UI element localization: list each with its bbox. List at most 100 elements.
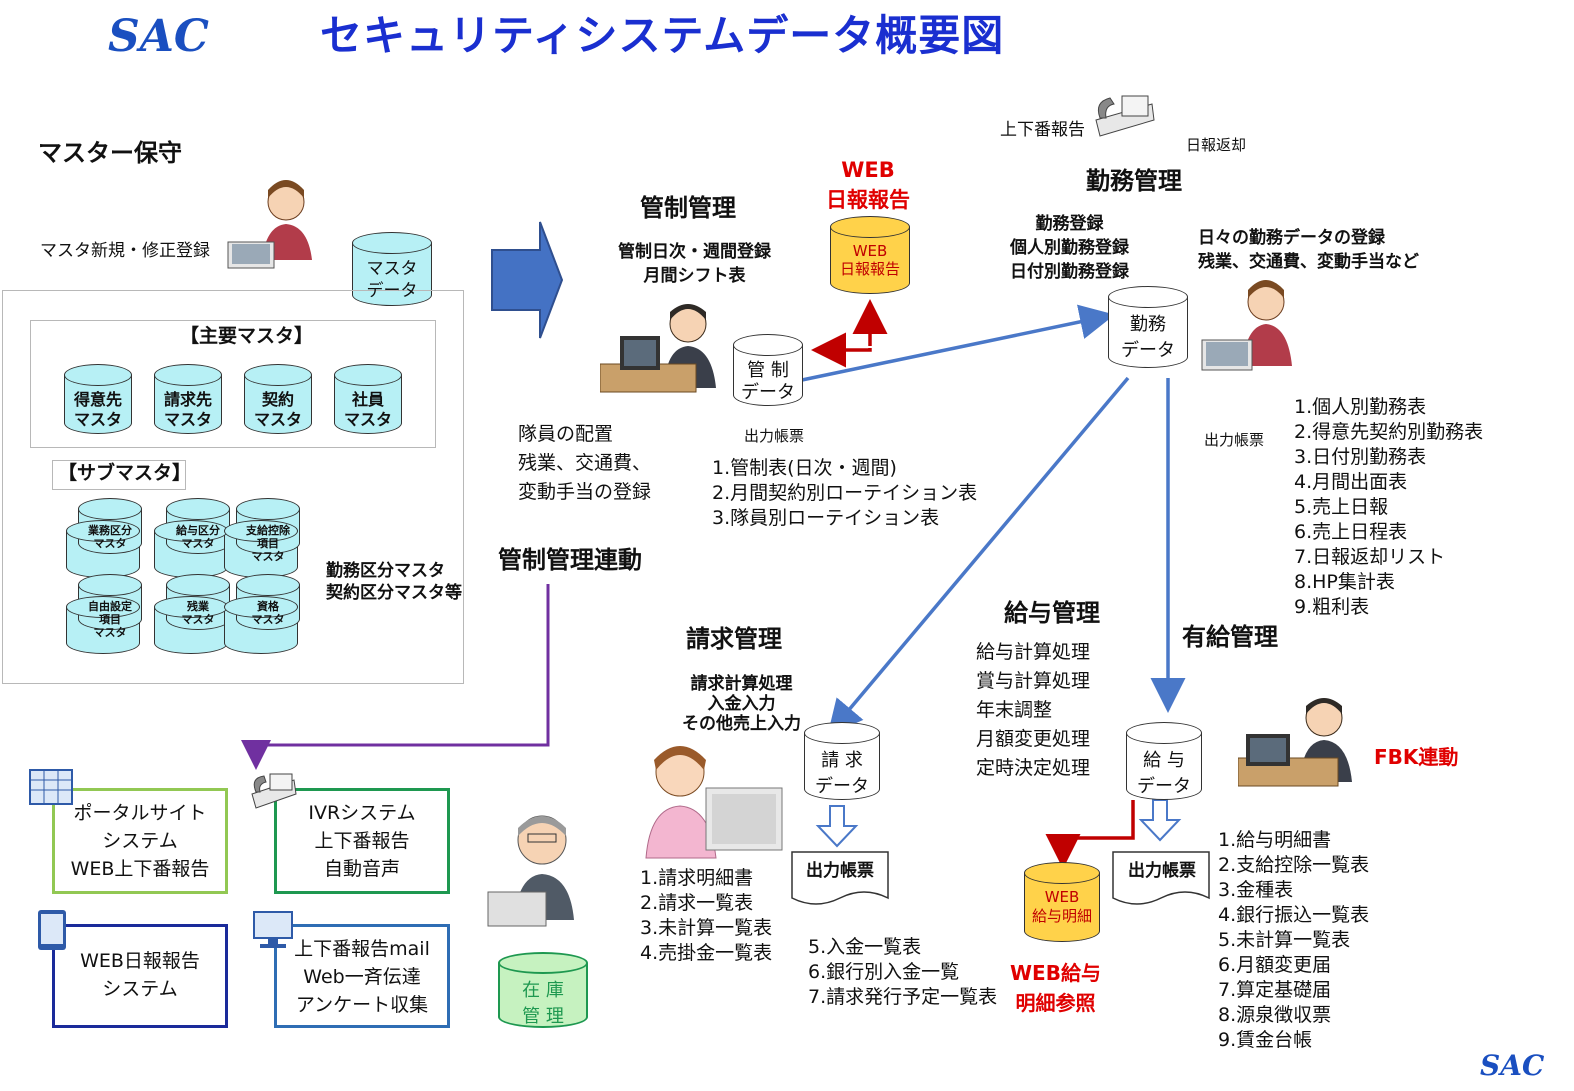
payroll-process-item: 月額変更処理 <box>976 728 1091 750</box>
control-output-item: 2.月間契約別ローテイション表 <box>712 482 978 504</box>
manager-icon <box>486 802 582 932</box>
billing-output-item: 2.請求一覧表 <box>640 892 754 914</box>
ivr-system-box: IVRシステム 上下番報告 自動音声 <box>274 788 450 894</box>
payroll-output-item: 9.賃金台帳 <box>1218 1029 1313 1051</box>
payroll-data-cylinder: 給 与 データ <box>1126 722 1202 800</box>
billing-output-list-a: 1.請求明細書 2.請求一覧表 3.未計算一覧表 4.売掛金一覧表 <box>640 866 772 966</box>
billing-output-list-b: 5.入金一覧表 6.銀行別入金一覧 7.請求発行予定一覧表 <box>808 935 997 1010</box>
web-payslip-label: WEB給与 明細参照 <box>1010 961 1101 1015</box>
payroll-output-item: 8.源泉徴収票 <box>1218 1004 1332 1026</box>
page-title: セキュリティシステムデータ概要図 <box>320 11 1005 60</box>
duty-output-item: 3.日付別勤務表 <box>1294 446 1427 468</box>
duty-output-item: 1.個人別勤務表 <box>1294 396 1427 418</box>
duty-heading: 勤務管理 <box>1086 167 1182 195</box>
billing-output-item: 7.請求発行予定一覧表 <box>808 986 998 1008</box>
control-assign-text: 隊員の配置 残業、交通費、 変動手当の登録 <box>518 423 652 503</box>
master-cylinder: 給与区分 マスタ <box>166 498 230 554</box>
master-register-label: マスタ新規・修正登録 <box>40 241 210 261</box>
control-output-list: 1.管制表(日次・週間) 2.月間契約別ローテイション表 3.隊員別ローテイション表 <box>712 456 977 531</box>
duty-data-cylinder: 勤務 データ <box>1108 286 1188 368</box>
control-to-duty-arrow <box>801 304 1115 382</box>
master-cylinder: 社員 マスタ <box>334 364 402 434</box>
woman-operator-icon <box>226 180 322 276</box>
master-cylinder <box>224 596 298 654</box>
payroll-output-item: 5.未計算一覧表 <box>1218 929 1351 951</box>
duty-output-item: 2.得意先契約別勤務表 <box>1294 421 1484 443</box>
daily-return-label: 日報返却 <box>1186 136 1247 154</box>
payroll-output-item: 6.月額変更届 <box>1218 954 1332 976</box>
logo: SAC <box>108 11 209 62</box>
phone-icon-2 <box>248 770 300 812</box>
payroll-heading: 給与管理 <box>1004 599 1100 627</box>
control-data-cylinder: 管 制 データ <box>733 334 803 406</box>
web-payslip-cylinder: WEB 給与明細 <box>1024 862 1100 942</box>
main-master-group <box>30 320 436 448</box>
sub-master-label-box <box>52 460 186 490</box>
duty-to-billing-arrow <box>827 376 1130 736</box>
web-report-link-arrow-2 <box>811 332 872 368</box>
control-output-item: 3.隊員別ローテイション表 <box>712 507 940 529</box>
tablet-icon <box>36 908 70 952</box>
billing-output-item: 5.入金一覧表 <box>808 936 922 958</box>
master-cylinder <box>66 596 140 654</box>
master-cylinder <box>66 520 140 578</box>
billing-output-item: 3.未計算一覧表 <box>640 917 773 939</box>
duty-output-item: 9.粗利表 <box>1294 596 1370 618</box>
master-cylinder <box>154 520 228 578</box>
payslip-arrow <box>1045 800 1135 869</box>
payroll-process-item: 賞与計算処理 <box>976 670 1091 692</box>
control-output-item: 1.管制表(日次・週間) <box>712 457 897 479</box>
payroll-output-item: 4.銀行振込一覧表 <box>1218 904 1370 926</box>
footer-logo: SAC <box>1480 1049 1545 1082</box>
duty-output-item: 6.売上日程表 <box>1294 521 1408 543</box>
woman-clerk-icon <box>636 736 786 866</box>
payroll-process-item: 給与計算処理 <box>976 641 1091 663</box>
fbk-link-label: FBK連動 <box>1374 745 1459 769</box>
billing-desc: 請求計算処理 入金入力 その他売上入力 <box>682 674 801 734</box>
phone-icon <box>1092 90 1158 142</box>
master-cylinder: 業務区分 マスタ <box>78 498 142 554</box>
payroll-output-item: 7.算定基礎届 <box>1218 979 1332 1001</box>
master-cylinder: 支給控除 項目 マスタ <box>236 498 300 563</box>
payroll-output-doc-label: 出力帳票 <box>1128 861 1196 881</box>
duty-output-item: 8.HP集計表 <box>1294 571 1395 593</box>
main-master-label: 【主要マスタ】 <box>180 325 314 347</box>
duty-output-item: 5.売上日報 <box>1294 496 1389 518</box>
billing-output-doc <box>791 851 889 905</box>
payroll-output-doc <box>1112 851 1210 905</box>
web-report-heading: WEB 日報報告 <box>826 158 910 212</box>
master-cylinder: 請求先 マスタ <box>154 364 222 434</box>
paid-leave-heading: 有給管理 <box>1182 623 1278 651</box>
phone-report-label: 上下番報告 <box>1000 120 1085 140</box>
master-heading: マスター保守 <box>38 139 182 167</box>
inventory-cylinder: 在 庫 管 理 <box>498 952 588 1028</box>
sub-master-label: 【サブマスタ】 <box>58 462 192 484</box>
billing-output-item: 1.請求明細書 <box>640 867 754 889</box>
master-panel <box>2 290 464 684</box>
duty-output-item: 4.月間出面表 <box>1294 471 1408 493</box>
web-daily-system-box: WEB日報報告 システム <box>52 924 228 1028</box>
billing-heading: 請求管理 <box>686 625 782 653</box>
payroll-process-item: 年末調整 <box>976 699 1053 721</box>
billing-output-item: 4.売掛金一覧表 <box>640 942 773 964</box>
computer-icon <box>252 910 296 950</box>
web-report-cylinder: WEB 日報報告 <box>830 216 910 294</box>
master-cylinder <box>224 520 298 578</box>
master-cylinder: 得意先 マスタ <box>64 364 132 434</box>
master-cylinder <box>154 596 228 654</box>
billing-output-doc-label: 出力帳票 <box>806 861 874 881</box>
master-cylinder: 資格 マスタ <box>236 574 300 630</box>
link-arrow <box>241 584 550 770</box>
woman-operator-icon-2 <box>1200 276 1308 376</box>
billing-data-cylinder: 請 求 データ <box>804 722 880 800</box>
payroll-output-item: 1.給与明細書 <box>1218 829 1332 851</box>
man-operator-icon <box>599 296 726 396</box>
duty-daily-text: 日々の勤務データの登録 残業、交通費、変動手当など <box>1198 228 1419 272</box>
billing-output-item: 6.銀行別入金一覧 <box>808 961 960 983</box>
link-heading: 管制管理連動 <box>498 546 642 574</box>
master-data-cylinder: マスタ データ <box>352 232 432 306</box>
master-cylinder: 自由設定 項目 マスタ <box>78 574 142 639</box>
duty-desc: 勤務登録 個人別勤務登録 日付別勤務登録 <box>1010 214 1129 282</box>
